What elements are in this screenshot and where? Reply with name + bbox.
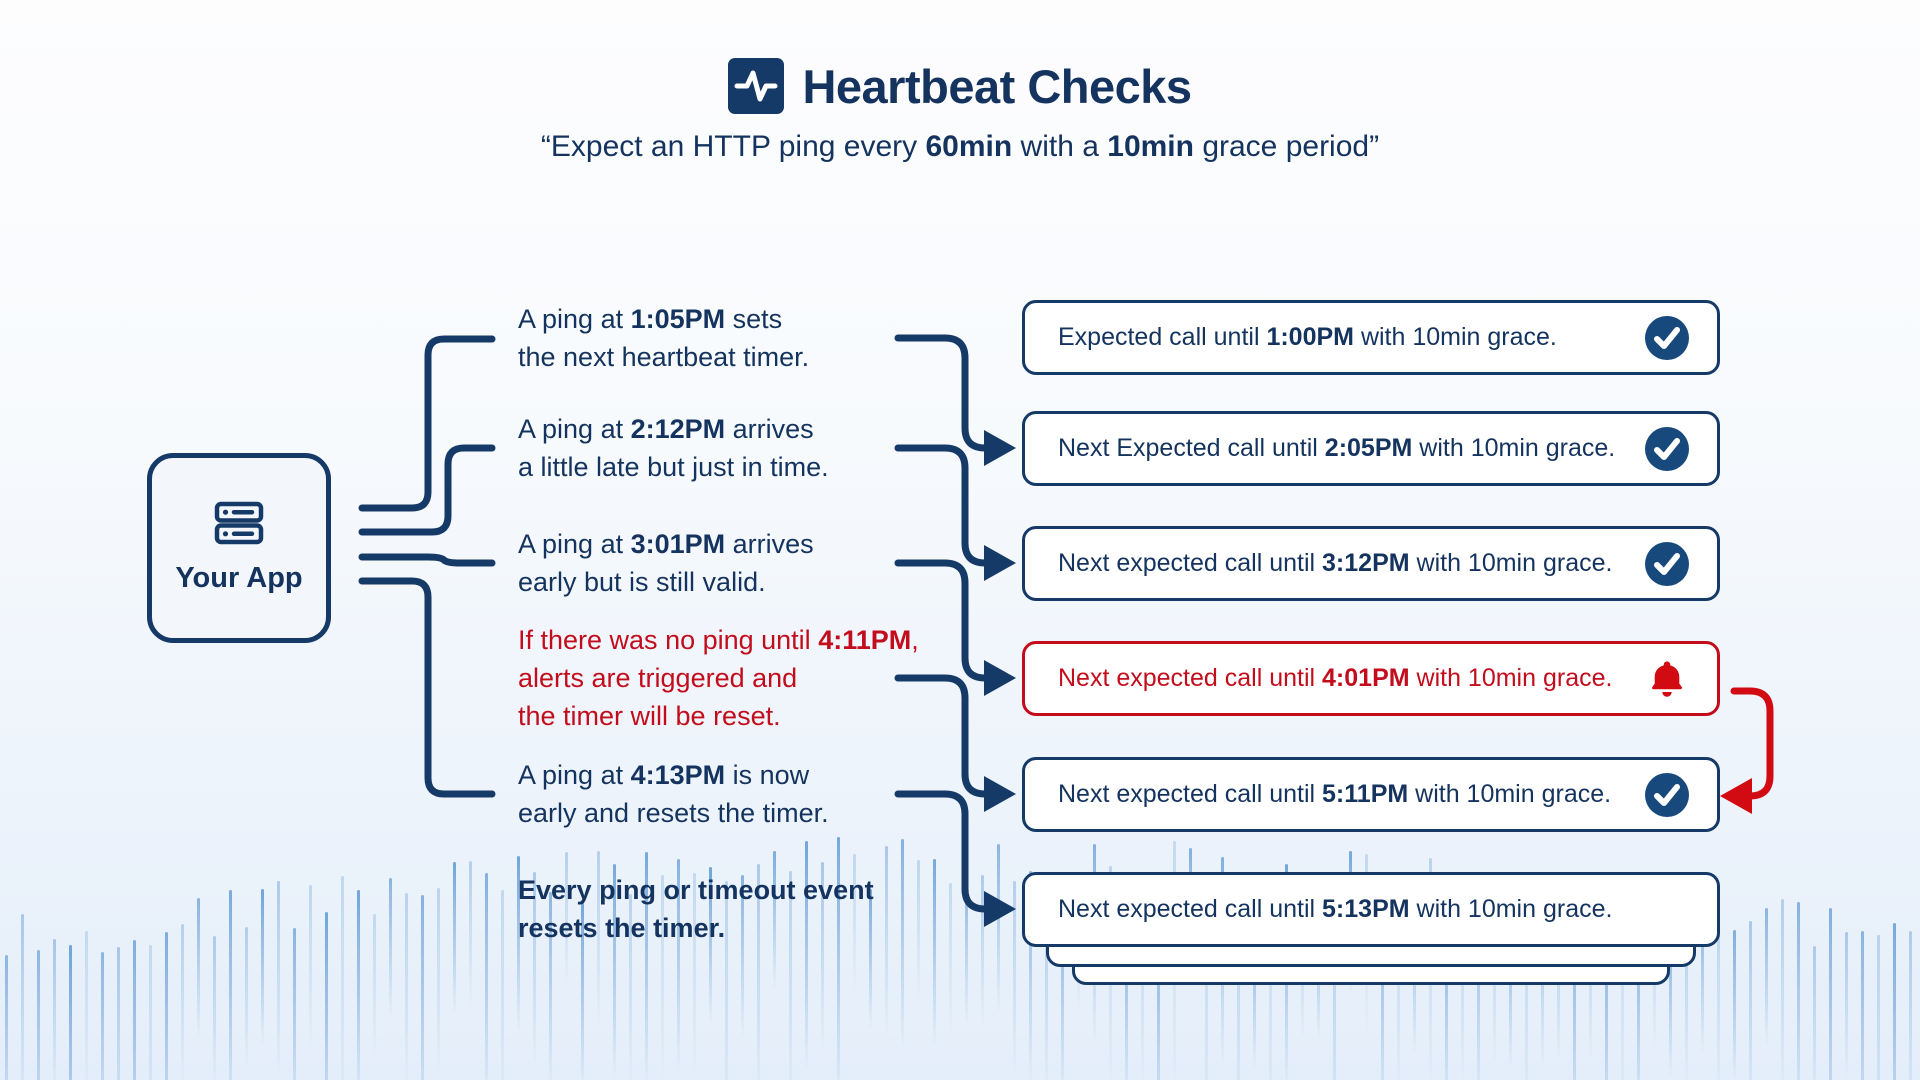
- server-stack-icon: [214, 501, 264, 550]
- connector-arrow-3: [894, 559, 992, 682]
- check-circle-icon: [1645, 772, 1689, 817]
- arrowhead-2: [984, 545, 1016, 581]
- arrowhead-5: [984, 891, 1016, 927]
- annotation-ping-301: A ping at 3:01PM arrives early but is st…: [518, 529, 814, 597]
- status-box-text: Next expected call until 3:12PM with 10m…: [1058, 549, 1613, 577]
- header: Heartbeat Checks “Expect an HTTP ping ev…: [0, 58, 1920, 164]
- check-circle-icon: [1645, 315, 1689, 360]
- connector-arrow-4: [894, 674, 992, 798]
- status-box-text: Next Expected call until 2:05PM with 10m…: [1058, 434, 1616, 462]
- annotation-ping-105: A ping at 1:05PM sets the next heartbeat…: [518, 304, 810, 372]
- branch-line-3: [358, 553, 496, 567]
- status-box-4-alert: Next expected call until 4:01PM with 10m…: [1022, 641, 1720, 716]
- status-box-1: Expected call until 1:00PM with 10min gr…: [1022, 300, 1720, 375]
- your-app-label: Your App: [175, 562, 303, 594]
- status-box-text: Next expected call until 5:11PM with 10m…: [1058, 780, 1612, 808]
- annotation-ping-413: A ping at 4:13PM is now early and resets…: [518, 760, 829, 828]
- branch-line-2: [358, 444, 496, 536]
- status-box-text: Next expected call until 4:01PM with 10m…: [1058, 664, 1613, 692]
- check-circle-icon: [1645, 541, 1689, 586]
- connector-arrow-1: [894, 334, 992, 452]
- red-loop-arrowhead: [1720, 778, 1752, 814]
- branch-line-4: [358, 577, 496, 798]
- arrowhead-4: [984, 776, 1016, 812]
- status-box-5: Next expected call until 5:11PM with 10m…: [1022, 757, 1720, 832]
- annotation-reset-rule: Every ping or timeout event resets the t…: [518, 875, 874, 943]
- branch-line-1: [358, 335, 496, 512]
- red-loop-arrow: [1730, 687, 1774, 800]
- subtitle: “Expect an HTTP ping every 60min with a …: [540, 130, 1380, 163]
- arrowhead-3: [984, 660, 1016, 696]
- check-circle-icon: [1645, 426, 1689, 471]
- status-box-text: Next expected call until 5:13PM with 10m…: [1058, 895, 1613, 923]
- status-box-6: Next expected call until 5:13PM with 10m…: [1022, 872, 1720, 947]
- annotation-ping-212: A ping at 2:12PM arrives a little late b…: [518, 414, 829, 482]
- status-box-2: Next Expected call until 2:05PM with 10m…: [1022, 411, 1720, 486]
- connector-arrow-5: [894, 790, 992, 913]
- status-box-3: Next expected call until 3:12PM with 10m…: [1022, 526, 1720, 601]
- your-app-node: Your App: [147, 453, 331, 643]
- arrowhead-1: [984, 430, 1016, 466]
- page-title: Heartbeat Checks: [802, 59, 1192, 113]
- connector-arrow-2: [894, 444, 992, 567]
- annotation-timeout-411: If there was no ping until 4:11PM, alert…: [518, 625, 919, 731]
- bell-icon: [1645, 657, 1689, 701]
- pulse-activity-icon: [728, 58, 785, 114]
- status-box-text: Expected call until 1:00PM with 10min gr…: [1058, 323, 1557, 351]
